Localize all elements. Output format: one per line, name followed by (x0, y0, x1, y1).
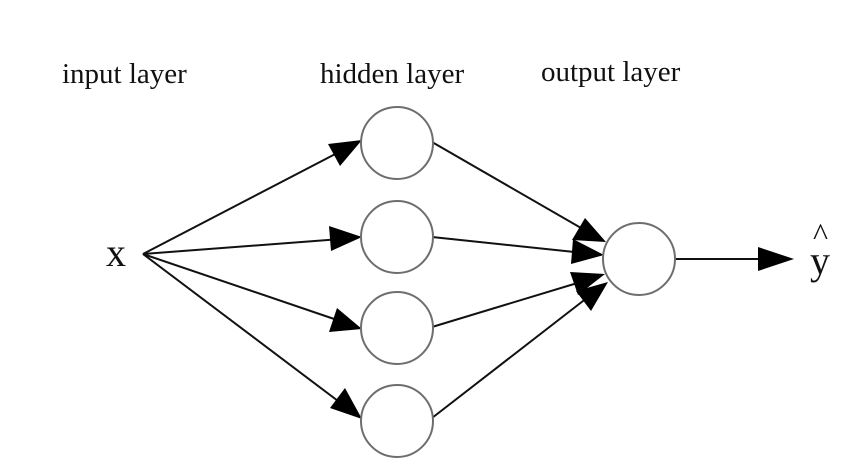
hidden-node-1 (360, 106, 434, 180)
hidden-node-4 (360, 384, 434, 458)
hidden-node-3 (360, 291, 434, 365)
arrowhead-y (758, 247, 794, 271)
edge-x-to-hidden-3 (142, 253, 344, 323)
hidden-layer-label: hidden layer (320, 58, 464, 90)
hidden-layer-nodes (360, 106, 434, 458)
arrowhead-output-4 (576, 282, 608, 311)
arrowhead-hidden-1 (328, 140, 362, 166)
arrowhead-output-2 (571, 239, 604, 264)
output-node (602, 222, 676, 296)
hidden-to-output-edges (431, 141, 608, 419)
input-to-hidden-edges (142, 140, 362, 419)
edge-hidden-4-to-output (431, 293, 593, 419)
edge-x-to-hidden-2 (142, 238, 342, 255)
output-edge-group (674, 247, 794, 271)
arrowhead-output-1 (572, 218, 606, 242)
arrowhead-hidden-4 (330, 388, 362, 419)
edge-x-to-hidden-4 (142, 253, 347, 408)
output-hat-symbol: ^ (813, 216, 828, 252)
edge-hidden-3-to-output (431, 280, 585, 328)
output-layer-label: output layer (541, 56, 681, 88)
arrowhead-hidden-3 (329, 308, 362, 332)
edge-x-to-hidden-1 (142, 149, 344, 255)
input-layer-label: input layer (62, 58, 187, 90)
hidden-node-2 (360, 200, 434, 274)
arrowhead-hidden-2 (329, 226, 362, 251)
input-variable-x: x (106, 230, 126, 275)
edge-hidden-1-to-output (431, 141, 589, 233)
edge-hidden-2-to-output (431, 236, 585, 254)
output-variable-y: y (810, 238, 830, 283)
arrowhead-output-3 (570, 272, 605, 295)
